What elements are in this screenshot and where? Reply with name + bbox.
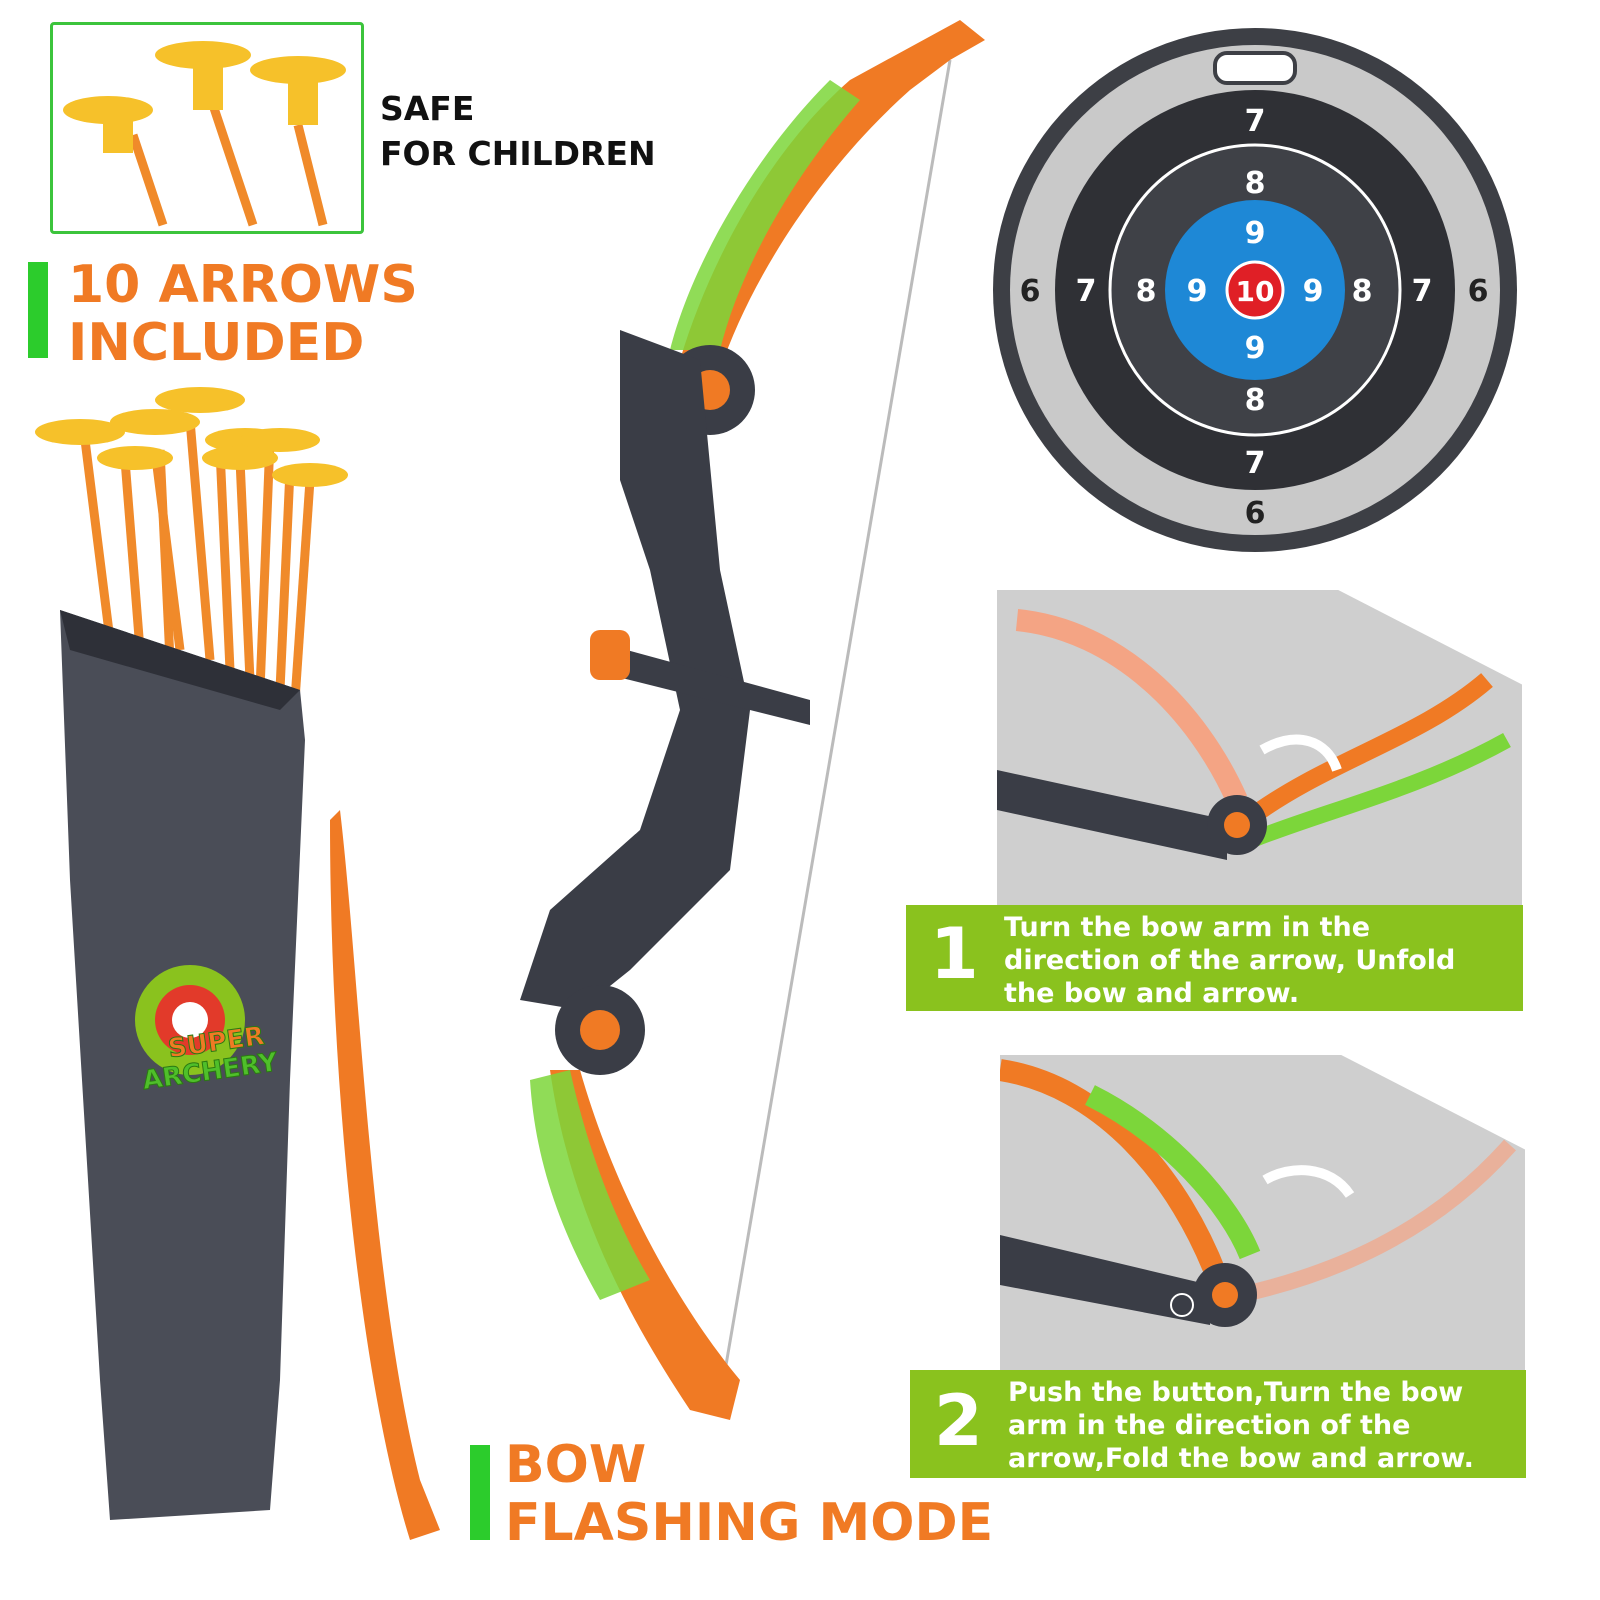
target-ring-7: 7 xyxy=(1245,104,1266,139)
target-ring-8: 8 xyxy=(1136,274,1157,309)
safety-line-1: SAFE xyxy=(380,89,475,128)
step-text: Turn the bow arm in the direction of the… xyxy=(1004,912,1456,1009)
quiver-image xyxy=(35,387,440,1540)
target-ring-9: 9 xyxy=(1303,274,1324,309)
target-ring-8: 8 xyxy=(1245,383,1266,418)
bow-heading-line-2: FLASHING MODE xyxy=(505,1493,994,1553)
target-ring-7: 7 xyxy=(1245,446,1266,481)
suction-arrows-image xyxy=(50,22,364,234)
target-ring-10: 10 xyxy=(1236,275,1275,308)
step-text: Push the button,Turn the bow arm in the … xyxy=(1008,1377,1474,1474)
accent-bar xyxy=(28,262,48,358)
bow-image xyxy=(520,20,985,1420)
safety-label: SAFE FOR CHILDREN xyxy=(380,86,656,176)
bow-heading-line-1: BOW xyxy=(505,1435,647,1495)
step-number: 2 xyxy=(934,1380,983,1462)
target-ring-6: 6 xyxy=(1020,274,1041,309)
bow-heading: BOW FLASHING MODE xyxy=(505,1436,993,1552)
unfold-diagram-icon xyxy=(997,609,1511,860)
target-ring-8: 8 xyxy=(1245,166,1266,201)
target-image: 10 9 9 9 9 8 8 8 8 7 7 7 7 6 6 6 xyxy=(993,28,1517,552)
arrows-heading-line-2: INCLUDED xyxy=(68,313,365,373)
step-number: 1 xyxy=(930,913,979,995)
step-2-banner: 2 Push the button,Turn the bow arm in th… xyxy=(910,1370,1526,1478)
arrows-heading: 10 ARROWS INCLUDED xyxy=(68,256,418,372)
target-ring-6: 6 xyxy=(1468,274,1489,309)
step-1-banner: 1 Turn the bow arm in the direction of t… xyxy=(906,905,1523,1011)
target-ring-6: 6 xyxy=(1245,496,1266,531)
arrows-heading-line-1: 10 ARROWS xyxy=(68,255,418,315)
safety-line-2: FOR CHILDREN xyxy=(380,134,656,173)
accent-bar xyxy=(470,1445,490,1540)
step-1-illustration xyxy=(997,590,1522,905)
fold-diagram-icon xyxy=(1000,1059,1516,1327)
target-ring-8: 8 xyxy=(1352,274,1373,309)
step-2-illustration xyxy=(1000,1055,1525,1370)
target-ring-9: 9 xyxy=(1187,274,1208,309)
target-ring-7: 7 xyxy=(1076,274,1097,309)
suction-arrows-icon xyxy=(63,41,346,227)
target-ring-9: 9 xyxy=(1245,331,1266,366)
target-ring-9: 9 xyxy=(1245,216,1266,251)
target-ring-7: 7 xyxy=(1412,274,1433,309)
